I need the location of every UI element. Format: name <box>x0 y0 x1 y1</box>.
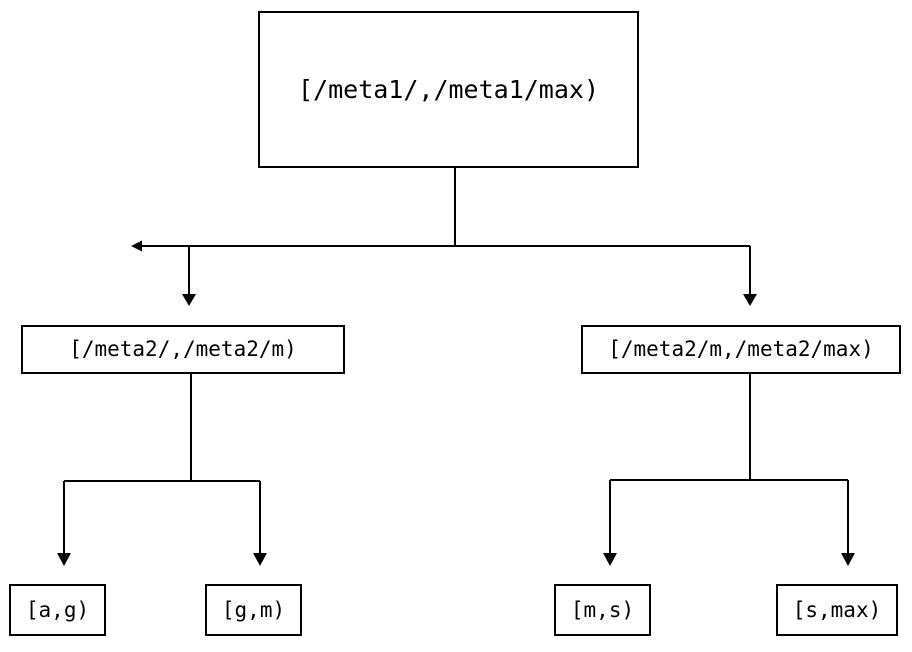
node-root-label: [/meta1/,/meta1/max) <box>297 75 600 104</box>
edge-root-to-level1 <box>131 168 757 306</box>
node-leaf-a-g-label: [a,g) <box>25 597 90 622</box>
node-left-mid-label: [/meta2/,/meta2/m) <box>69 337 297 361</box>
arrowhead-to-leaf-s-max <box>841 553 855 566</box>
arrowhead-to-leaf-g-m <box>253 553 267 566</box>
node-leaf-s-max[interactable]: [s,max) <box>776 584 898 636</box>
node-root[interactable]: [/meta1/,/meta1/max) <box>258 11 639 168</box>
node-leaf-s-max-label: [s,max) <box>792 597 882 622</box>
edge-right-mid-to-leaves <box>603 374 855 566</box>
edge-left-mid-to-leaves <box>57 374 267 566</box>
arrowhead-to-right-mid <box>743 294 757 306</box>
node-leaf-m-s-label: [m,s) <box>570 597 635 622</box>
node-right-mid-label: [/meta2/m,/meta2/max) <box>608 337 874 361</box>
node-leaf-a-g[interactable]: [a,g) <box>9 584 106 636</box>
arrowhead-to-leaf-m-s <box>603 553 617 566</box>
arrowhead-to-left-mid <box>182 294 196 306</box>
arrowhead-to-leaf-a-g <box>57 553 71 566</box>
node-right-mid[interactable]: [/meta2/m,/meta2/max) <box>581 325 901 374</box>
node-leaf-g-m-label: [g,m) <box>221 597 286 622</box>
node-leaf-g-m[interactable]: [g,m) <box>205 584 302 636</box>
node-left-mid[interactable]: [/meta2/,/meta2/m) <box>21 325 345 374</box>
node-leaf-m-s[interactable]: [m,s) <box>554 584 651 636</box>
